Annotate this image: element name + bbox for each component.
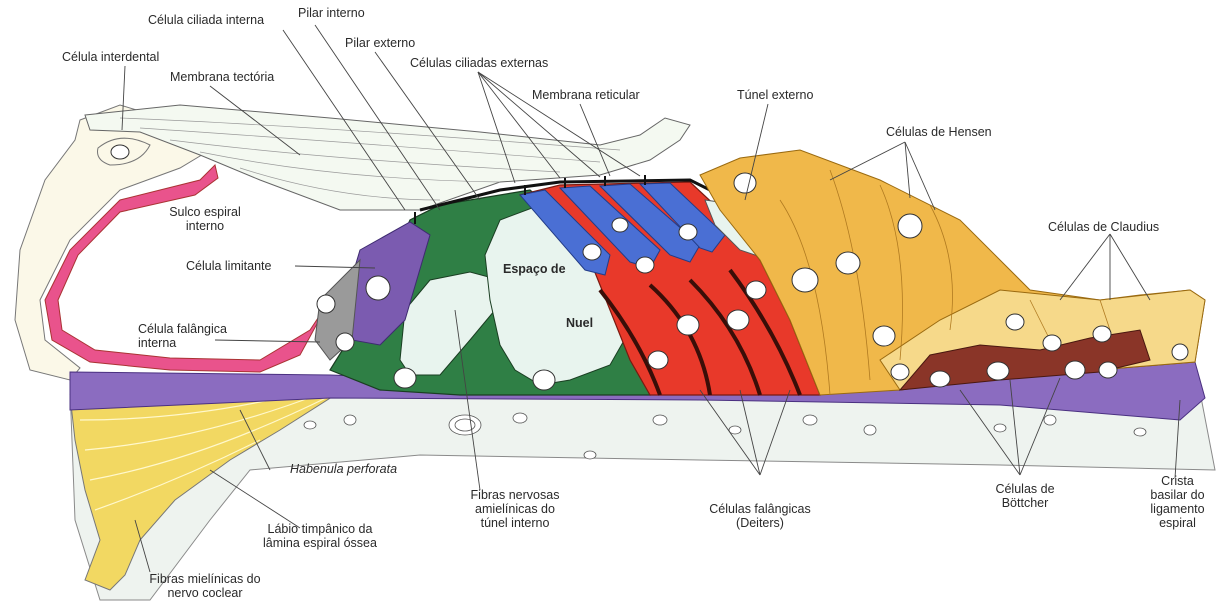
label-pilar-interno: Pilar interno [298,6,365,20]
label-sulco-espiral-line1: Sulco espiral [160,205,250,219]
label-fibras-nervosas-line3: túnel interno [455,516,575,530]
label-labio-timpanico: Lábio timpânico da lâmina espiral óssea [255,522,385,550]
label-membrana-tectoria: Membrana tectória [170,70,274,84]
label-crista-line1: Crista [1140,474,1215,488]
label-deiters-line1: Células falângicas [700,502,820,516]
label-celula-limitante: Célula limitante [186,259,271,273]
label-celula-ciliada-interna: Célula ciliada interna [148,13,264,27]
label-bottcher-line2: Böttcher [985,496,1065,510]
label-bottcher-line1: Células de [985,482,1065,496]
label-crista-line3: ligamento [1140,502,1215,516]
label-fibras-mielinicas: Fibras mielínicas do nervo coclear [130,572,280,600]
label-fibras-nervosas: Fibras nervosas amielínicas do túnel int… [455,488,575,530]
label-crista-basilar: Crista basilar do ligamento espiral [1140,474,1215,530]
label-pilar-externo: Pilar externo [345,36,415,50]
label-fibras-mielinicas-line2: nervo coclear [130,586,280,600]
label-celulas-ciliadas-externas: Células ciliadas externas [410,56,548,70]
label-crista-line4: espiral [1140,516,1215,530]
label-celula-falangica-interna-line2: interna [138,336,227,350]
label-celula-falangica-interna-line1: Célula falângica [138,322,227,336]
label-celulas-hensen: Células de Hensen [886,125,992,139]
label-fibras-mielinicas-line1: Fibras mielínicas do [130,572,280,586]
label-espaco-de: Espaço de [503,262,566,276]
label-celula-falangica-interna: Célula falângica interna [138,322,227,350]
inner-hair-cell-nucleus [366,276,390,300]
label-fibras-nervosas-line1: Fibras nervosas [455,488,575,502]
label-fibras-nervosas-line2: amielínicas do [455,502,575,516]
label-tunel-externo: Túnel externo [737,88,813,102]
label-habenula-perforata: Habenula perforata [290,462,397,476]
label-deiters-line2: (Deiters) [700,516,820,530]
label-sulco-espiral: Sulco espiral interno [160,205,250,233]
label-celula-interdental: Célula interdental [62,50,159,64]
label-labio-line2: lâmina espiral óssea [255,536,385,550]
label-sulco-espiral-line2: interno [160,219,250,233]
label-crista-line2: basilar do [1140,488,1215,502]
label-nuel: Nuel [566,316,593,330]
label-membrana-reticular: Membrana reticular [532,88,640,102]
label-celulas-bottcher: Células de Böttcher [985,482,1065,510]
label-celulas-claudius: Células de Claudius [1048,220,1159,234]
label-labio-line1: Lábio timpânico da [255,522,385,536]
label-celulas-falangicas-deiters: Células falângicas (Deiters) [700,502,820,530]
